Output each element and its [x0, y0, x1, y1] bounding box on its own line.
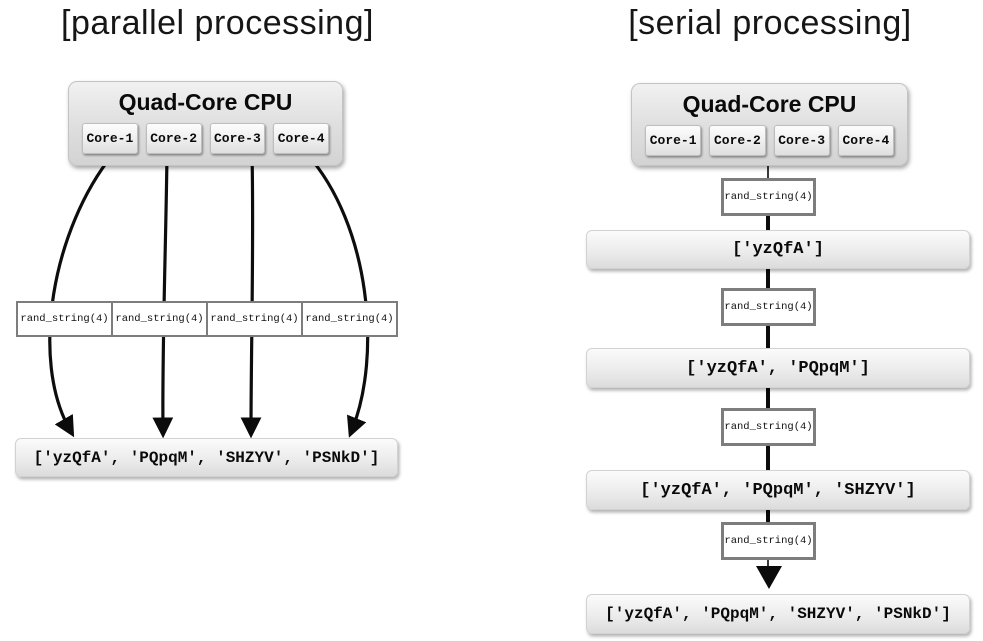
parallel-call-2: rand_string(4) — [111, 301, 208, 337]
serial-call-4: rand_string(4) — [721, 522, 816, 560]
down-arrowhead-icon — [756, 566, 782, 589]
parallel-cpu-title: Quad-Core CPU — [118, 89, 293, 115]
parallel-call-1: rand_string(4) — [16, 301, 113, 337]
serial-core-2: Core-2 — [709, 125, 766, 156]
serial-call-2: rand_string(4) — [721, 288, 816, 326]
arrow-core-4-to-result — [305, 152, 370, 438]
arrow-core-3-to-result — [240, 152, 262, 439]
connector-call-2-to-result-2 — [766, 324, 770, 350]
serial-result-3: ['yzQfA', 'PQpqM', 'SHZYV'] — [586, 470, 970, 510]
parallel-result-list: ['yzQfA', 'PQpqM', 'SHZYV', 'PSNkD'] — [15, 438, 398, 477]
connector-result-2-to-call-3 — [766, 385, 770, 410]
parallel-call-3: rand_string(4) — [206, 301, 303, 337]
serial-result-2: ['yzQfA', 'PQpqM'] — [586, 348, 970, 388]
serial-result-1: ['yzQfA'] — [586, 230, 970, 269]
parallel-processing-title: [parallel processing] — [61, 4, 374, 42]
connector-result-3-to-call-4 — [766, 507, 770, 524]
parallel-core-2: Core-2 — [145, 123, 202, 154]
parallel-call-4: rand_string(4) — [301, 301, 398, 337]
parallel-core-row: Core-1 Core-2 Core-3 Core-4 — [82, 123, 329, 154]
parallel-core-1: Core-1 — [82, 123, 138, 154]
serial-call-1: rand_string(4) — [721, 178, 816, 216]
serial-core-3: Core-3 — [773, 125, 830, 156]
parallel-core-4: Core-4 — [273, 123, 329, 154]
serial-cpu-title: Quad-Core CPU — [682, 91, 857, 117]
serial-processing-title: [serial processing] — [628, 4, 912, 42]
serial-core-4: Core-4 — [837, 125, 894, 156]
parallel-call-row: rand_string(4) rand_string(4) rand_strin… — [16, 301, 398, 337]
connector-call-1-to-result-1 — [766, 214, 770, 232]
serial-core-1: Core-1 — [645, 125, 702, 156]
parallel-core-3: Core-3 — [209, 123, 266, 154]
connector-call-3-to-result-3 — [766, 444, 770, 472]
parallel-cpu-box: Quad-Core CPU Core-1 Core-2 Core-3 Core-… — [68, 81, 343, 166]
connector-call-4-to-arrowhead — [767, 558, 769, 568]
connector-result-1-to-call-2 — [766, 267, 770, 290]
arrow-core-1-to-result — [48, 152, 115, 438]
connector-cpu-to-call-1 — [767, 166, 769, 180]
arrow-core-2-to-result — [152, 152, 174, 439]
serial-cpu-box: Quad-Core CPU Core-1 Core-2 Core-3 Core-… — [631, 83, 908, 166]
serial-call-3: rand_string(4) — [721, 408, 816, 446]
serial-core-row: Core-1 Core-2 Core-3 Core-4 — [645, 125, 894, 156]
serial-result-4: ['yzQfA', 'PQpqM', 'SHZYV', 'PSNkD'] — [586, 594, 970, 634]
